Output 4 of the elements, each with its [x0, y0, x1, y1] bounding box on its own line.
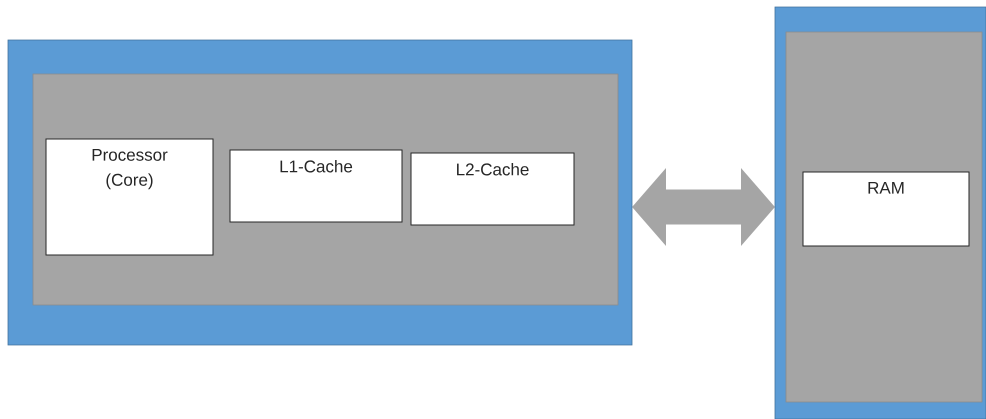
component-box: L2-Cache — [410, 152, 574, 226]
component-box: L1-Cache — [230, 149, 402, 222]
component-box: Processor (Core) — [46, 138, 214, 256]
component-box: RAM — [802, 172, 970, 246]
